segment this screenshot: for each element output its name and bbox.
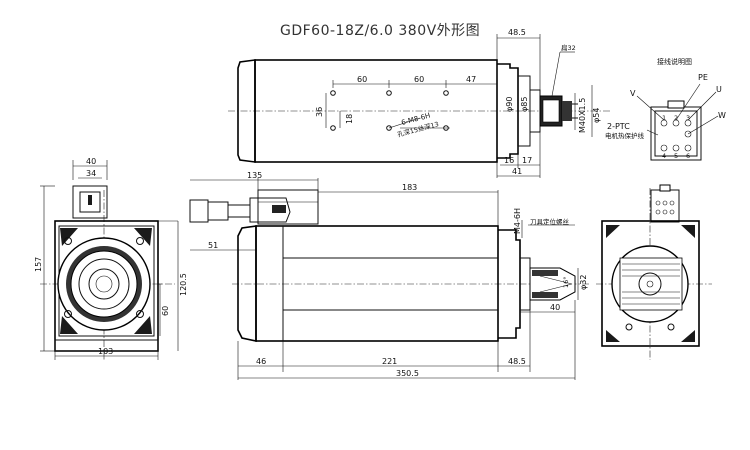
note-tool-screw: 刀具定位螺丝 xyxy=(530,217,570,226)
wire-w: W xyxy=(718,111,726,120)
dim-side-46: 46 xyxy=(256,357,266,366)
side-connector xyxy=(189,189,319,225)
wiring-latch xyxy=(667,100,685,109)
dim-side-16deg: 16° xyxy=(562,276,570,288)
dim-side-183: 183 xyxy=(402,183,417,192)
top-body xyxy=(254,59,498,163)
dim-top-60a: 60 xyxy=(357,75,367,84)
dim-side-221: 221 xyxy=(382,357,397,366)
top-nose xyxy=(518,75,531,147)
dim-top-36: 36 xyxy=(315,107,324,117)
front-corner-holes xyxy=(64,237,144,318)
dim-thread-m40: M40X1.5 xyxy=(578,98,587,133)
wire-v: V xyxy=(630,89,636,98)
dim-front-120-5: 120.5 xyxy=(179,273,188,296)
rear-fan-grille xyxy=(622,263,680,305)
dim-side-phi32: φ32 xyxy=(579,275,588,290)
dim-side-135: 135 xyxy=(247,171,262,180)
front-connector xyxy=(72,185,108,219)
pin-6: 6 xyxy=(686,152,690,160)
dim-top-17: 17 xyxy=(522,156,532,165)
note-hex-32: 扁32 xyxy=(561,43,576,52)
dim-front-40: 40 xyxy=(86,157,96,166)
dim-side-40: 40 xyxy=(550,303,560,312)
dim-top-47: 47 xyxy=(466,75,476,84)
dim-side-350-5: 350.5 xyxy=(396,369,419,378)
side-front-flange xyxy=(498,229,521,339)
dim-phi90: φ90 xyxy=(505,97,514,112)
dim-top-41: 41 xyxy=(512,167,522,176)
side-rear-cap xyxy=(237,225,257,342)
wire-ptc: 2-PTC xyxy=(607,122,630,131)
wiring-title: 接线说明图 xyxy=(657,57,692,66)
dim-phi85: φ85 xyxy=(520,97,529,112)
dim-side-m4: M4-6H xyxy=(513,208,522,234)
rear-connector xyxy=(650,189,680,223)
dim-top-16: 16 xyxy=(504,156,514,165)
top-front-flange xyxy=(497,63,519,159)
dim-side-51: 51 xyxy=(208,241,218,250)
top-collet-nut-face xyxy=(542,99,560,123)
rear-view xyxy=(596,184,712,360)
rear-body xyxy=(601,220,700,347)
top-collet-tip xyxy=(562,101,572,121)
dim-top-60b: 60 xyxy=(414,75,424,84)
front-view: 40 34 157 120.5 xyxy=(34,157,188,360)
dim-front-34: 34 xyxy=(86,169,96,178)
pin-3: 3 xyxy=(686,114,690,122)
dim-front-157: 157 xyxy=(34,257,43,272)
dim-front-60: 60 xyxy=(161,306,170,316)
side-view: 135 183 51 M4-6H 刀具定位螺丝 φ32 16° 40 46 22… xyxy=(189,171,590,380)
top-view: 60 60 47 36 18 6-M8-6H 孔深15丝深13 48.5 扁32… xyxy=(228,28,610,178)
wire-ptc-desc: 电机热保护线 xyxy=(605,131,645,140)
pin-5: 5 xyxy=(674,152,678,160)
wiring-pins xyxy=(660,119,692,152)
pin-1: 1 xyxy=(662,114,666,122)
dim-top-48-5: 48.5 xyxy=(508,28,526,37)
wire-u: U xyxy=(716,85,722,94)
pin-4: 4 xyxy=(662,152,666,160)
dim-front-103: 103 xyxy=(98,347,113,356)
wire-pe: PE xyxy=(698,73,708,82)
dim-phi54: φ54 xyxy=(592,108,601,123)
pin-2: 2 xyxy=(674,114,678,122)
drawing-title: GDF60-18Z/6.0 380V外形图 xyxy=(280,23,481,39)
wiring-diagram: 接线说明图 1 2 3 4 5 6 V PE U W 2-P xyxy=(605,57,726,161)
dim-side-48-5: 48.5 xyxy=(508,357,526,366)
side-body xyxy=(255,225,499,342)
dim-top-18: 18 xyxy=(345,114,354,124)
